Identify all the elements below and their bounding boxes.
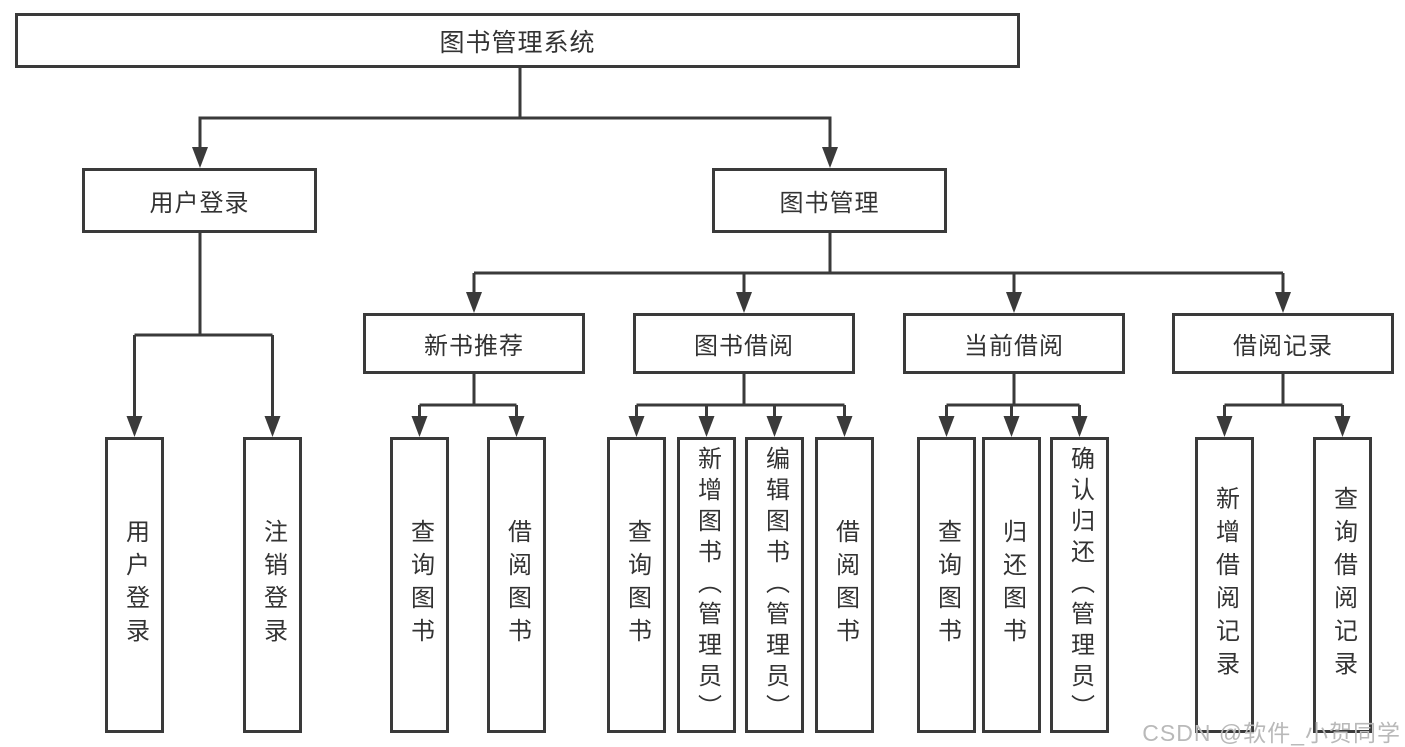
leaf-logout: 注销登录: [243, 437, 302, 733]
leaf-nbr-query-books-label: 查询图书: [406, 519, 434, 651]
leaf-nbr-query-books: 查询图书: [390, 437, 449, 733]
leaf-cb-confirm-return-admin: 确认归还（管理员）: [1050, 437, 1109, 733]
node-book-management: 图书管理: [712, 168, 947, 233]
node-borrowing-records-label: 借阅记录: [1233, 333, 1333, 360]
node-current-borrowing: 当前借阅: [903, 313, 1125, 374]
leaf-bb-borrow-books-label: 借阅图书: [831, 519, 859, 651]
node-borrowing-records: 借阅记录: [1172, 313, 1394, 374]
leaf-cb-query-books: 查询图书: [917, 437, 976, 733]
leaf-user-login-label: 用户登录: [121, 519, 149, 651]
leaf-nbr-borrow-books-label: 借阅图书: [503, 519, 531, 651]
node-new-book-recommendation-label: 新书推荐: [424, 333, 524, 360]
leaf-br-query-record: 查询借阅记录: [1313, 437, 1372, 733]
leaf-br-query-record-label: 查询借阅记录: [1329, 486, 1357, 684]
leaf-bb-query-books: 查询图书: [607, 437, 666, 733]
node-book-borrowing-label: 图书借阅: [694, 333, 794, 360]
leaf-bb-borrow-books: 借阅图书: [815, 437, 874, 733]
node-book-borrowing: 图书借阅: [633, 313, 855, 374]
node-user-login: 用户登录: [82, 168, 317, 233]
leaf-br-add-record-label: 新增借阅记录: [1211, 486, 1239, 684]
leaf-cb-return-books-label: 归还图书: [998, 519, 1026, 651]
node-current-borrowing-label: 当前借阅: [964, 333, 1064, 360]
arrowheads: [126, 147, 1351, 437]
leaf-user-login: 用户登录: [105, 437, 164, 733]
node-user-login-label: 用户登录: [149, 190, 250, 217]
leaf-bb-edit-books-admin-label: 编辑图书（管理员）: [761, 445, 789, 725]
node-new-book-recommendation: 新书推荐: [363, 313, 585, 374]
leaf-bb-query-books-label: 查询图书: [623, 519, 651, 651]
leaf-cb-confirm-return-admin-label: 确认归还（管理员）: [1066, 445, 1094, 725]
node-library-system-label: 图书管理系统: [439, 28, 596, 57]
leaf-nbr-borrow-books: 借阅图书: [487, 437, 546, 733]
csdn-watermark: CSDN @软件_小贺同学: [1142, 720, 1401, 746]
leaf-cb-query-books-label: 查询图书: [933, 519, 961, 651]
leaf-br-add-record: 新增借阅记录: [1195, 437, 1254, 733]
node-library-system: 图书管理系统: [15, 13, 1020, 68]
leaf-bb-edit-books-admin: 编辑图书（管理员）: [745, 437, 804, 733]
leaf-bb-add-books-admin: 新增图书（管理员）: [677, 437, 736, 733]
leaf-cb-return-books: 归还图书: [982, 437, 1041, 733]
leaf-bb-add-books-admin-label: 新增图书（管理员）: [693, 445, 721, 725]
node-book-management-label: 图书管理: [779, 190, 880, 217]
leaf-logout-label: 注销登录: [259, 519, 287, 651]
